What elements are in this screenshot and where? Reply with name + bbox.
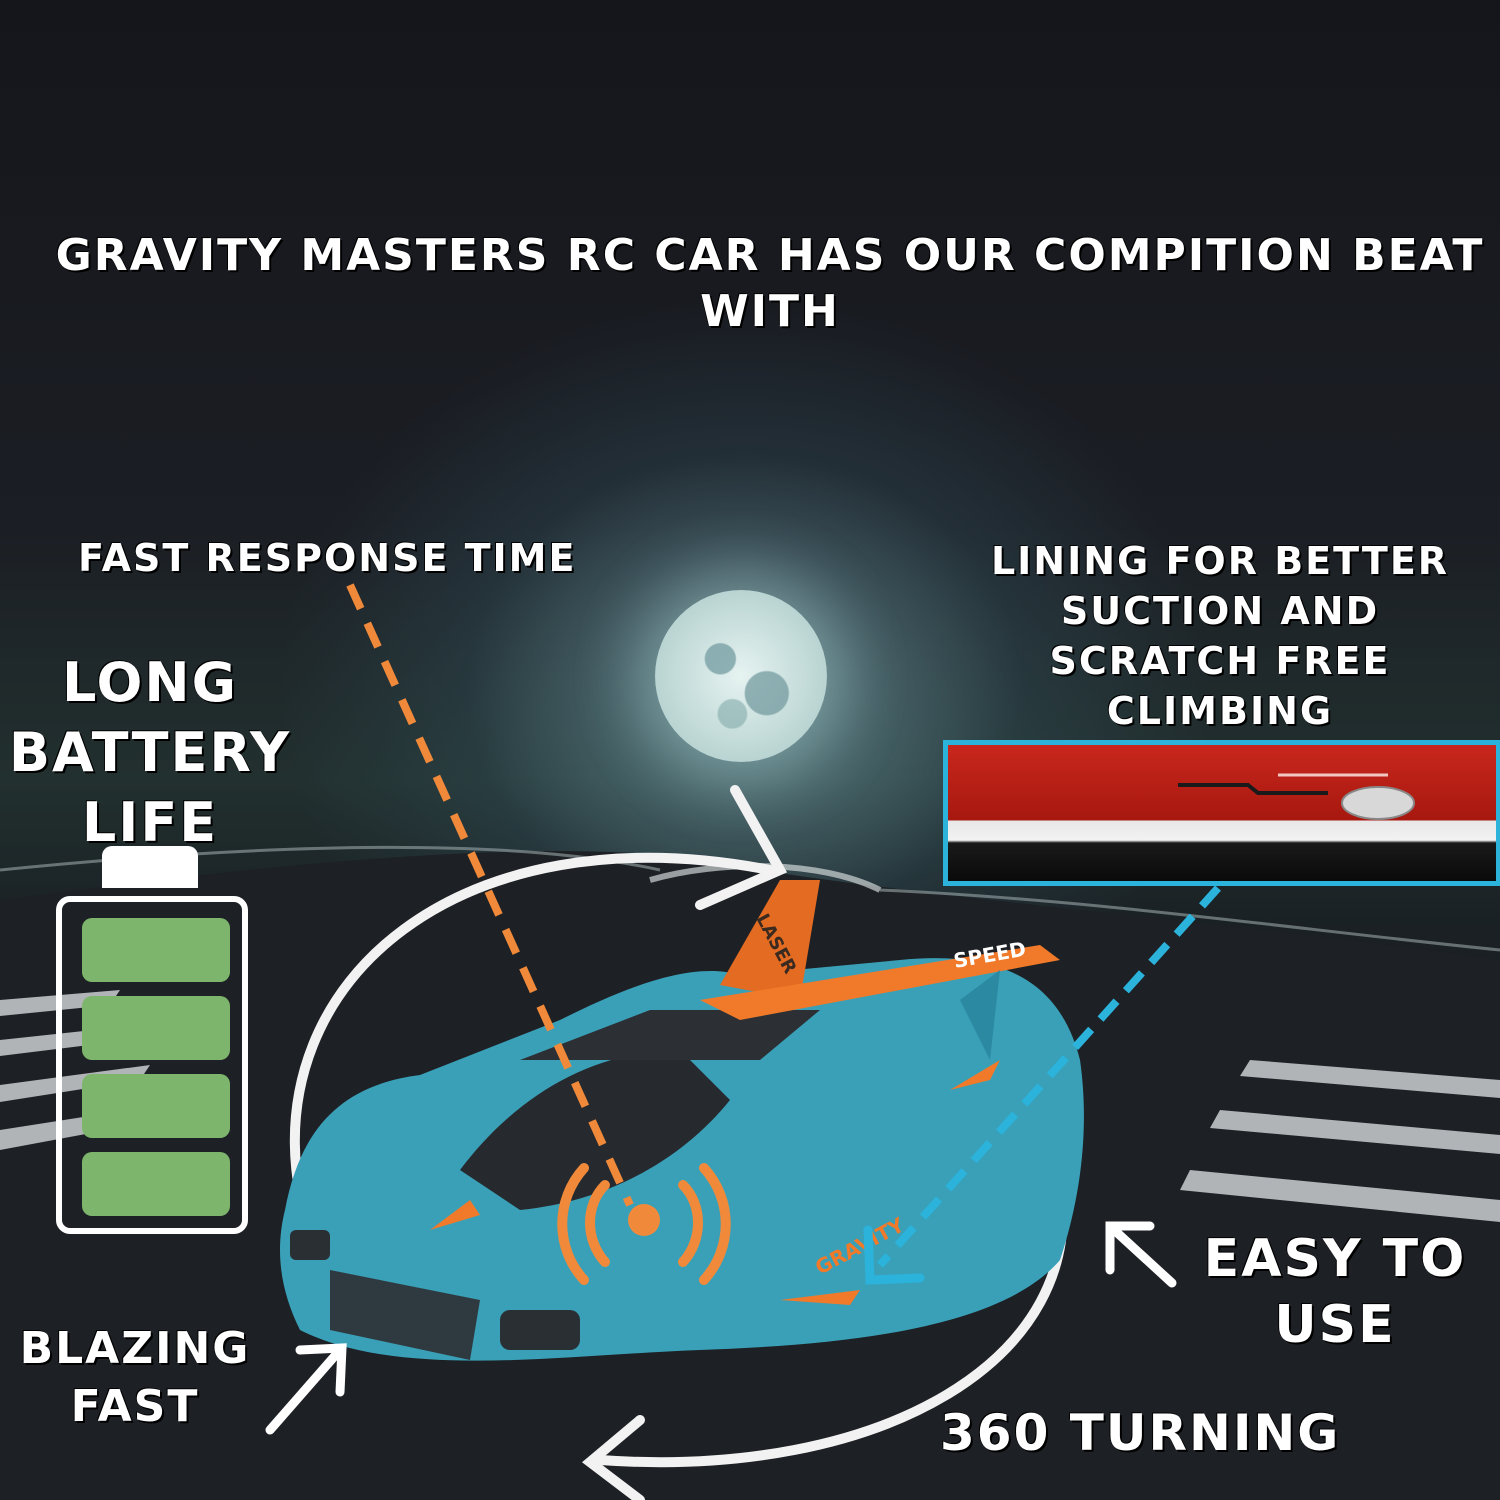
- arrow-icon: [265, 1343, 347, 1435]
- arrow-icon: [1105, 1221, 1177, 1288]
- turning-label: 360 TURNING: [940, 1404, 1341, 1462]
- lining-label: LINING FOR BETTER SUCTION AND SCRATCH FR…: [990, 539, 1450, 733]
- fast-response-label: FAST RESPONSE TIME: [78, 536, 577, 580]
- response-callout-line: [346, 583, 634, 1207]
- headline: GRAVITY MASTERS RC CAR HAS OUR COMPITION…: [55, 230, 1485, 337]
- signal-icon: [557, 1163, 731, 1285]
- battery-body: [56, 896, 248, 1234]
- easy-to-use-label: EASY TO USE: [1203, 1229, 1467, 1355]
- lining-arrow-icon: [863, 1225, 925, 1285]
- battery-life-label: LONG BATTERY LIFE: [8, 651, 292, 854]
- moon: [655, 590, 827, 762]
- battery-cell: [82, 1074, 230, 1138]
- battery-icon: [52, 846, 248, 1240]
- lining-closeup-image: [943, 740, 1500, 886]
- battery-cell: [82, 996, 230, 1060]
- battery-cell: [82, 1152, 230, 1216]
- lining-callout-line: [877, 885, 1221, 1268]
- battery-cap: [102, 846, 198, 888]
- battery-cell: [82, 918, 230, 982]
- blazing-fast-label: BLAZING FAST: [19, 1323, 251, 1432]
